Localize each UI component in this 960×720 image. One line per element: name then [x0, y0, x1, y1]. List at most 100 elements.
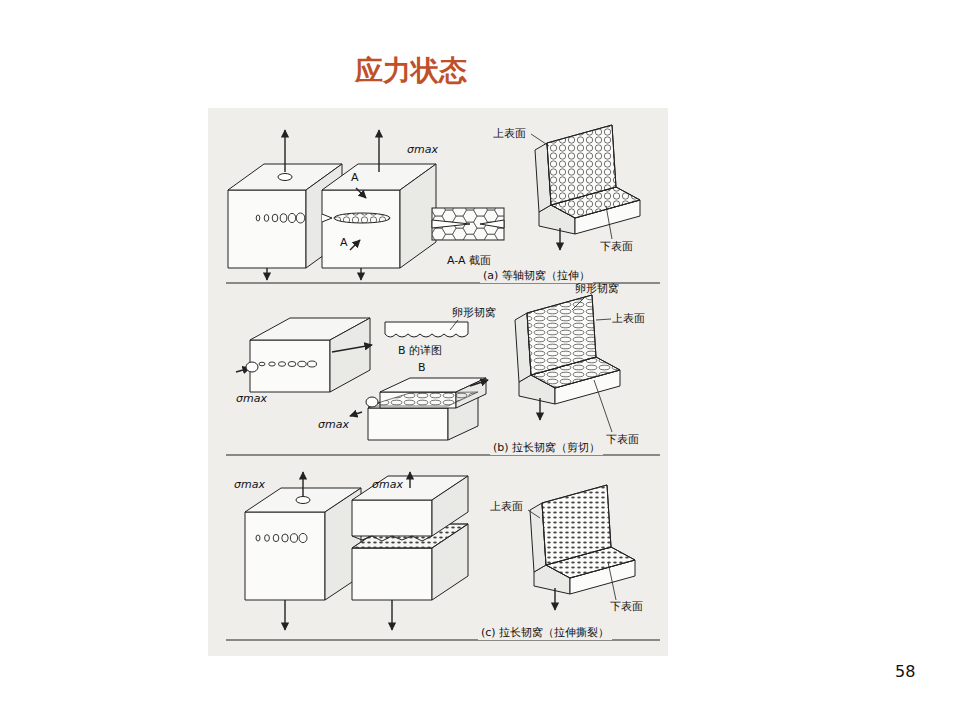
void-hole: [296, 497, 310, 504]
block-front: [322, 190, 400, 268]
stress-label: σmax: [236, 392, 267, 406]
stress-arrow: [350, 412, 362, 416]
grain-network: [432, 208, 504, 240]
void-hole: [278, 174, 292, 181]
stress-arrow: [554, 588, 555, 610]
void-hole: [298, 361, 306, 367]
block-side: [400, 164, 436, 268]
grain: [442, 210, 456, 222]
stress-arrow: [409, 472, 410, 488]
surface-label: 下表面: [610, 600, 643, 614]
void-hole: [269, 362, 276, 366]
panel-caption: (a) 等轴韧窝（拉伸）: [480, 269, 593, 283]
section-view: [421, 198, 519, 277]
upper-fracture-face: [527, 295, 596, 375]
stress-label: σmax: [318, 418, 349, 432]
leader-line: [572, 296, 586, 310]
leader-line: [594, 380, 612, 432]
surface-label: 下表面: [606, 433, 639, 447]
upper-dimples: [547, 125, 616, 205]
leader-line: [606, 206, 612, 239]
void-hole: [259, 362, 265, 366]
void-hole: [296, 213, 305, 223]
block-front: [352, 500, 432, 536]
void-hole: [299, 533, 307, 542]
feature-label: 卵形韧窝: [575, 282, 619, 296]
grain: [474, 208, 488, 216]
stress-label: σmax: [407, 143, 438, 157]
void-hole: [256, 535, 260, 541]
void-hole: [290, 534, 297, 543]
void-hole: [280, 214, 287, 222]
void-hole: [288, 361, 296, 366]
panel-caption: (b) 拉长韧窝（剪切）: [490, 441, 603, 455]
grain: [495, 228, 505, 240]
detail-label: B 的详图: [398, 344, 442, 358]
upper-fracture-face: [542, 485, 611, 565]
grain: [432, 234, 435, 240]
surface-label: 上表面: [490, 500, 523, 514]
stress-arrow: [350, 240, 360, 250]
section-mark: A: [351, 171, 359, 185]
detail-mark: B: [418, 361, 426, 375]
upper-dimples: [527, 295, 596, 375]
void-hole: [282, 534, 288, 542]
slide-title: 应力状态: [355, 52, 467, 90]
stress-arrow: [302, 472, 303, 496]
stress-arrow: [284, 600, 285, 630]
block-front: [245, 512, 325, 600]
crack: [322, 214, 332, 222]
grain: [442, 234, 456, 240]
stress-arrow: [539, 398, 540, 420]
void-hole: [265, 535, 270, 542]
grain: [484, 210, 498, 222]
void-hole: [278, 362, 285, 367]
grain: [463, 210, 477, 222]
void-hole: [273, 534, 279, 541]
void-hole: [308, 361, 317, 367]
leader-line: [528, 510, 540, 518]
leader-line: [608, 562, 616, 600]
feature-label: 卵形韧窝: [452, 306, 496, 320]
stress-arrow: [360, 268, 361, 280]
surface-label: 上表面: [493, 127, 526, 141]
block-front: [368, 408, 448, 440]
shear-zone: [368, 392, 478, 406]
page-number: 58: [895, 662, 915, 681]
grain: [463, 234, 477, 240]
figure-background: [208, 108, 668, 656]
detail-strip: [385, 322, 468, 337]
section-rect: [432, 208, 504, 240]
leader-line: [531, 134, 549, 146]
stress-arrow: [332, 345, 372, 352]
panel-caption: (c) 拉长韧窝（拉伸撕裂）: [478, 626, 612, 640]
stress-arrow: [391, 600, 392, 630]
leader-line: [596, 319, 611, 320]
crack-zone: [334, 213, 390, 223]
void-hole: [272, 214, 278, 222]
stress-arrow: [356, 188, 366, 198]
notch: [480, 220, 504, 228]
surface-label: 下表面: [600, 240, 633, 254]
block-front: [228, 190, 306, 268]
void-hole: [366, 397, 378, 407]
block-side: [330, 318, 370, 392]
stress-label: σmax: [372, 478, 403, 492]
leader-line: [450, 320, 458, 330]
drawing: [226, 125, 660, 640]
void-hole: [246, 362, 258, 372]
stress-arrow: [284, 130, 285, 172]
block-front: [352, 548, 432, 600]
stress-label: σmax: [234, 478, 265, 492]
stress-arrow: [266, 268, 267, 280]
void-hole: [256, 215, 260, 221]
section-label: A-A 截面: [447, 254, 491, 268]
stress-arrow: [378, 130, 379, 172]
stress-arrow: [470, 380, 488, 386]
upper-fracture-face: [547, 125, 616, 205]
block-front: [250, 340, 330, 392]
upper-dimples: [542, 485, 611, 565]
surface-label: 上表面: [612, 312, 645, 326]
